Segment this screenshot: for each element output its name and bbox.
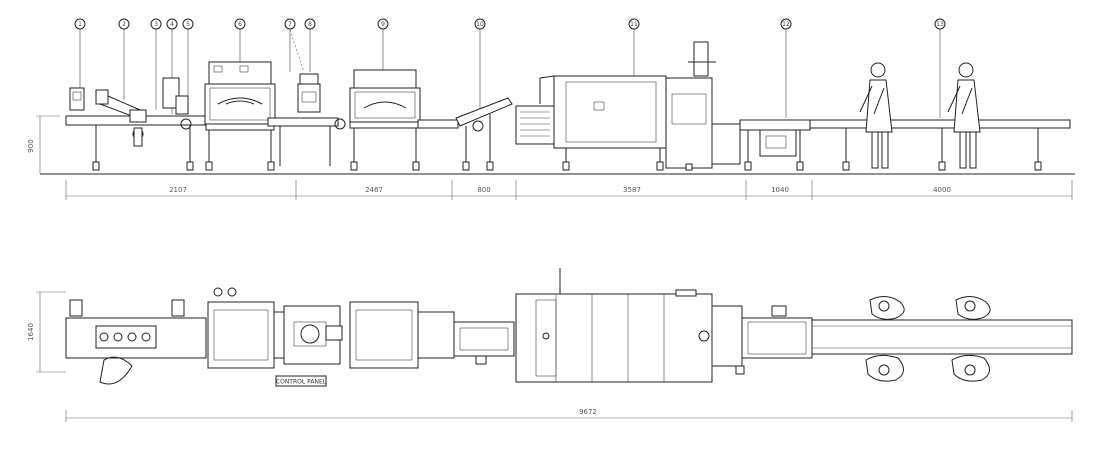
operator-plan-top-1 xyxy=(869,296,905,320)
operator-figure-1 xyxy=(859,62,893,169)
callout-bubble-5 xyxy=(182,18,194,30)
callout-number-5: 5 xyxy=(186,21,190,28)
callout-bubble-11 xyxy=(628,18,640,30)
operator-figure-2 xyxy=(947,62,981,169)
plan-view: CONTROL PANEL xyxy=(27,268,1073,422)
control-panel-tag: CONTROL PANEL xyxy=(275,375,327,387)
side-elevation: 900 2107 2467 800 3587 1040 4000 xyxy=(27,29,1075,200)
oven-tunnel-side xyxy=(515,41,741,171)
segment-dim-3: 800 xyxy=(477,186,490,194)
callout-bubble-1 xyxy=(74,18,86,30)
callout-number-1: 1 xyxy=(78,21,82,28)
callout-bubble-2 xyxy=(118,18,130,30)
callout-bubble-6 xyxy=(234,18,246,30)
plan-width-dimension: 1640 xyxy=(27,291,66,373)
callout-number-11: 11 xyxy=(630,21,638,28)
callout-number-7: 7 xyxy=(288,21,292,28)
callout-number-6: 6 xyxy=(238,21,242,28)
oven-grille xyxy=(520,111,550,137)
callout-number-8: 8 xyxy=(308,21,312,28)
segment-dim-4: 3587 xyxy=(623,186,641,194)
machine-two-side xyxy=(349,69,421,171)
overall-length-label: 9672 xyxy=(579,408,597,416)
incline-conveyor-side xyxy=(417,97,513,171)
callout-bubble-12 xyxy=(780,18,792,30)
machine-two-plan xyxy=(349,301,455,369)
operator-plan-bottom-1 xyxy=(865,354,904,382)
callout-bubble-8 xyxy=(304,18,316,30)
callout-number-4: 4 xyxy=(170,21,174,28)
feeder-section-side xyxy=(65,77,207,171)
callout-bubble-7 xyxy=(284,18,296,30)
callout-number-3: 3 xyxy=(154,21,158,28)
callout-number-13: 13 xyxy=(936,21,944,28)
segment-dimensions: 2107 2467 800 3587 1040 4000 xyxy=(65,180,1073,200)
callout-bubble-3 xyxy=(150,18,162,30)
outfeed-conveyor-side xyxy=(809,62,1071,171)
segment-dim-1: 2107 xyxy=(169,186,187,194)
outfeed-conveyor-plan xyxy=(811,296,1073,382)
segment-dim-6: 4000 xyxy=(933,186,951,194)
feeder-section-plan xyxy=(65,299,207,385)
overall-length-dimension: 9672 xyxy=(65,408,1073,422)
callout-bubble-10 xyxy=(474,18,486,30)
operator-plan-bottom-2 xyxy=(951,354,990,382)
callout-number-10: 10 xyxy=(476,21,484,28)
segment-dim-2: 2467 xyxy=(365,186,383,194)
transfer-table-plan xyxy=(711,305,813,375)
side-height-dimension: 900 xyxy=(27,115,60,174)
callout-number-2: 2 xyxy=(122,21,126,28)
callout-bubble-9 xyxy=(377,18,389,30)
dosing-unit-side xyxy=(289,29,346,130)
callout-bubble-4 xyxy=(166,18,178,30)
control-panel-label: CONTROL PANEL xyxy=(276,379,327,386)
incline-conveyor-plan xyxy=(453,321,515,365)
operator-plan-top-2 xyxy=(955,296,991,320)
plan-width-label: 1640 xyxy=(27,323,35,341)
side-height-label: 900 xyxy=(27,139,35,152)
machine-one-side xyxy=(204,61,339,171)
segment-dim-5: 1040 xyxy=(771,186,789,194)
callout-number-9: 9 xyxy=(381,21,385,28)
machine-one-plan xyxy=(207,287,343,369)
oven-tunnel-plan xyxy=(515,268,713,383)
transfer-table-side xyxy=(739,119,811,171)
callout-number-12: 12 xyxy=(782,21,790,28)
callout-bubble-13 xyxy=(934,18,946,30)
